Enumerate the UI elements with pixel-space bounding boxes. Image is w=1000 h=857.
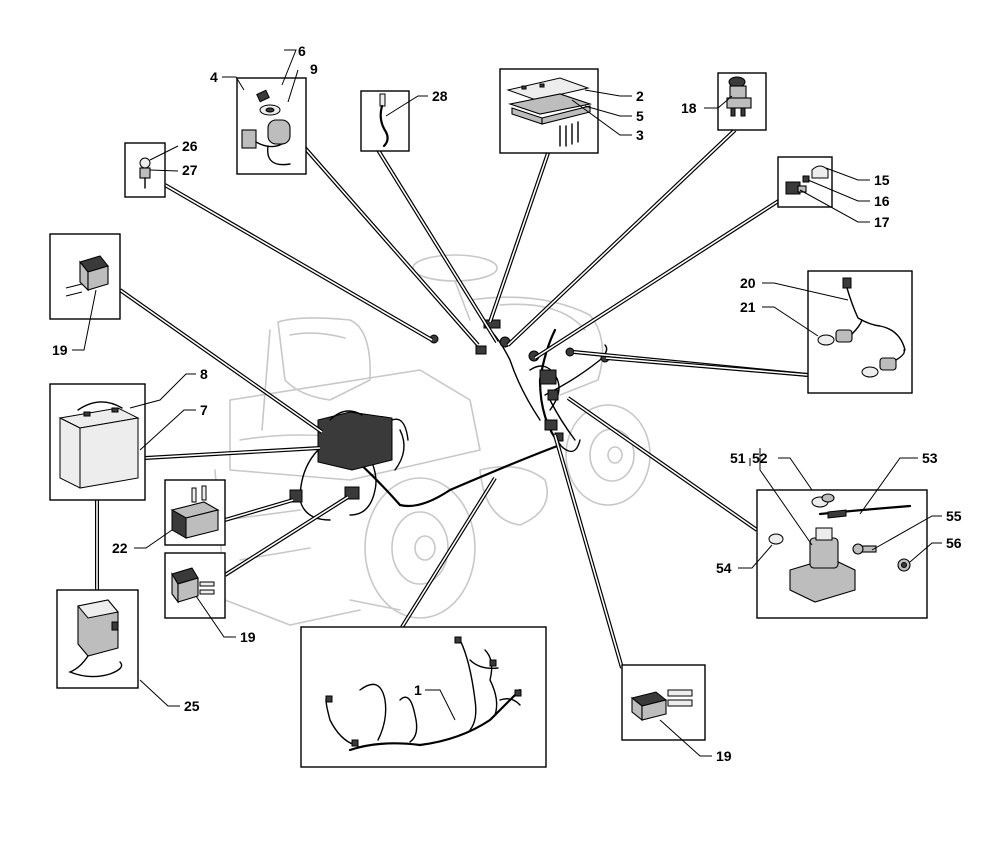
- callout-52: 52: [752, 450, 768, 466]
- callout-55: 55: [946, 508, 962, 524]
- box-control-panel: [499, 68, 599, 154]
- callout-21: 21: [740, 299, 756, 315]
- callout-53: 53: [922, 450, 938, 466]
- callout-labels: 6 9 4 26 27 28 2 5 3 18 15 16 17 20 21 1…: [52, 43, 962, 764]
- callout-16: 16: [874, 193, 890, 209]
- callout-19-top-left: 19: [52, 342, 68, 358]
- callout-54: 54: [716, 560, 732, 576]
- box-switch-19-bottom: [621, 664, 706, 741]
- callout-27: 27: [182, 162, 198, 178]
- callout-6: 6: [298, 43, 306, 59]
- callout-pointers: [72, 49, 942, 757]
- callout-22: 22: [112, 540, 128, 556]
- assembled-harness: [289, 319, 610, 521]
- callout-3: 3: [636, 127, 644, 143]
- box-solenoid: [756, 489, 928, 619]
- box-battery: [49, 383, 146, 501]
- box-connector-15-17: [777, 156, 833, 208]
- callout-17: 17: [874, 214, 890, 230]
- callout-20: 20: [740, 275, 756, 291]
- box-switch-19-mid: [164, 552, 226, 619]
- callout-15: 15: [874, 172, 890, 188]
- callout-28: 28: [432, 88, 448, 104]
- box-headlights: [807, 270, 913, 394]
- callout-26: 26: [182, 138, 198, 154]
- box-relay-22: [164, 479, 226, 546]
- tractor-outline: [214, 254, 651, 626]
- leader-lines: [95, 128, 809, 669]
- box-main-harness: [300, 626, 547, 768]
- callout-18: 18: [681, 100, 697, 116]
- callout-56: 56: [946, 535, 962, 551]
- callout-19-bottom-right: 19: [716, 748, 732, 764]
- callout-5: 5: [636, 108, 644, 124]
- callout-8: 8: [200, 366, 208, 382]
- callout-7: 7: [200, 402, 208, 418]
- callout-4: 4: [210, 69, 218, 85]
- box-switch-19-top: [49, 233, 121, 320]
- callout-25: 25: [184, 698, 200, 714]
- box-wire-28: [360, 90, 410, 152]
- callout-9: 9: [310, 61, 318, 77]
- callout-51: 51: [730, 450, 746, 466]
- callout-1: 1: [414, 682, 422, 698]
- box-ignition-switch: [236, 77, 307, 175]
- callout-19-mid-left: 19: [240, 629, 256, 645]
- callout-2: 2: [636, 88, 644, 104]
- box-charger: [56, 589, 139, 689]
